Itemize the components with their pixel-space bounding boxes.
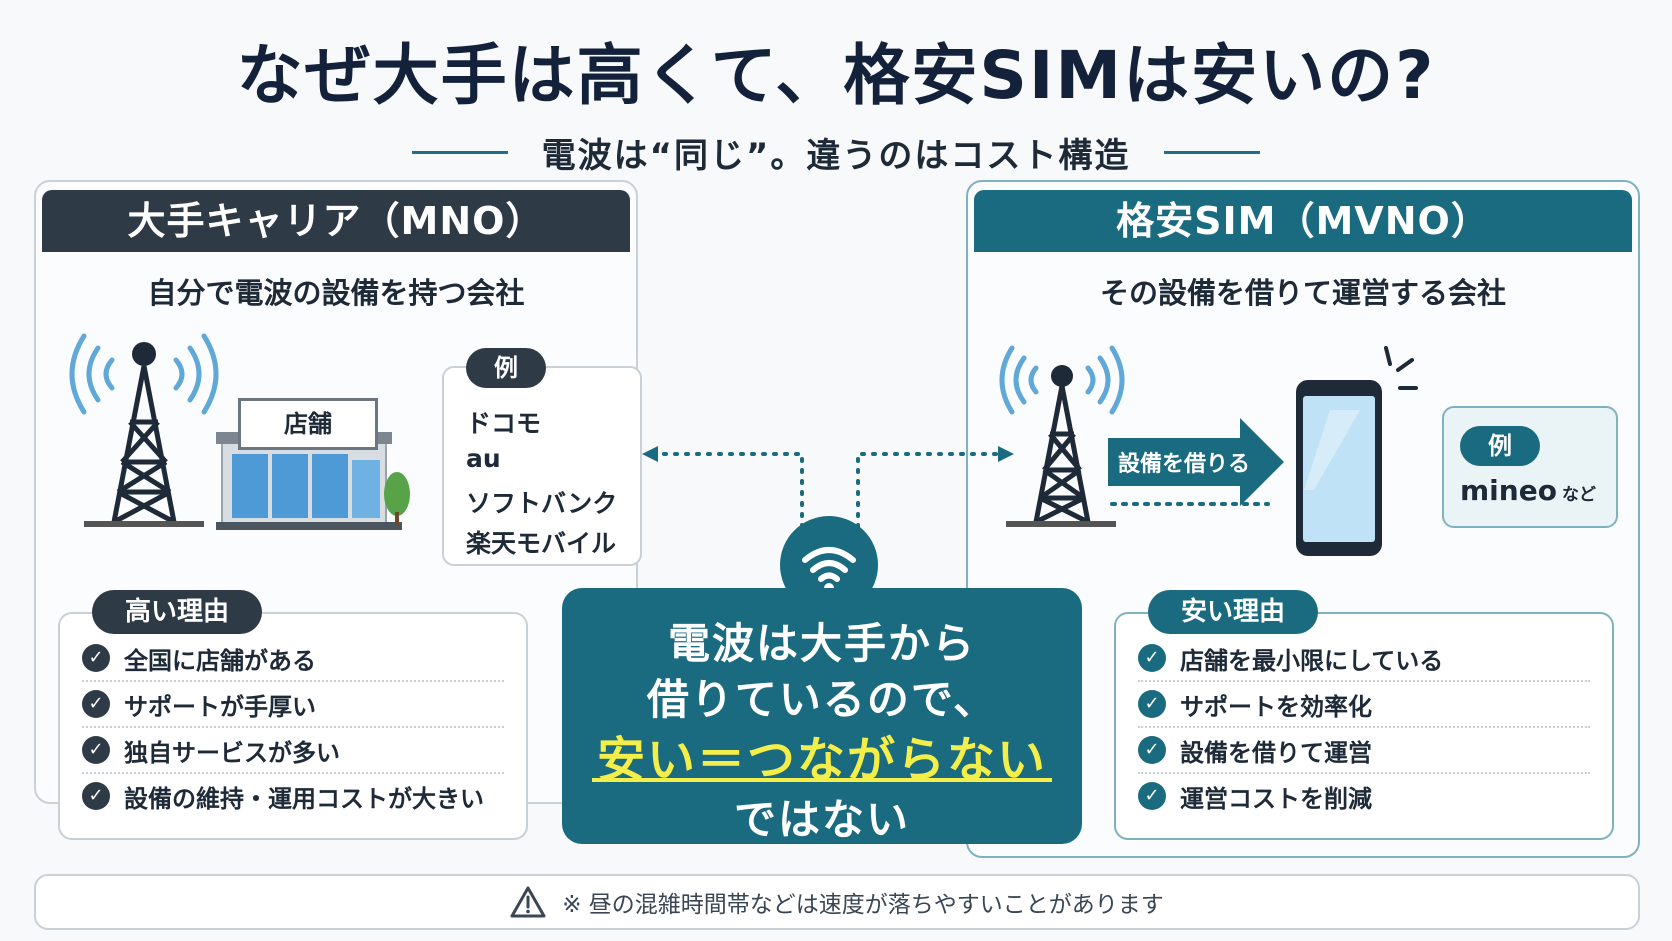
mvno-reason-box: 安い理由 ✓店舗を最小限にしている ✓サポートを効率化 ✓設備を借りて運営 ✓運…: [1114, 590, 1614, 840]
mno-reason-pill: 高い理由: [92, 590, 262, 634]
mno-reason-item: ✓サポートが手厚い: [82, 682, 504, 728]
check-icon: ✓: [82, 644, 110, 672]
check-icon: ✓: [1138, 782, 1166, 810]
mno-reason-box: 高い理由 ✓全国に店舗がある ✓サポートが手厚い ✓独自サービスが多い ✓設備の…: [58, 590, 528, 840]
mno-header: 大手キャリア（MNO）: [42, 190, 630, 252]
mvno-tower-icon: [999, 345, 1125, 527]
mvno-example-text: mineo など: [1460, 474, 1596, 507]
mvno-example-mineo: mineo: [1460, 474, 1557, 507]
mvno-example-suffix: など: [1562, 485, 1597, 505]
mno-example-box: 例 ドコモ au ソフトバンク 楽天モバイル: [442, 348, 642, 566]
borrow-arrow-label: 設備を借りる: [1118, 452, 1251, 477]
smartphone-icon: [1296, 346, 1418, 556]
subtitle-line-right: [1164, 151, 1261, 154]
mno-example-au: au: [466, 444, 501, 473]
mno-tower-icon: [69, 333, 219, 527]
check-icon: ✓: [1138, 644, 1166, 672]
center-line-1: 電波は大手から: [667, 619, 976, 668]
mvno-example-box: 例 mineo など: [1442, 406, 1618, 528]
connector-arrow-right-icon: [998, 446, 1014, 462]
check-icon: ✓: [1138, 736, 1166, 764]
mvno-reason-item: ✓運営コストを削減: [1138, 774, 1590, 818]
connector-arrow-left-icon: [642, 446, 658, 462]
borrow-arrow-icon: [1108, 418, 1284, 506]
mvno-description: その設備を借りて運営する会社: [1099, 276, 1506, 310]
store-sign-label: 店舗: [284, 410, 332, 438]
subtitle: 電波は“同じ”。違うのはコスト構造: [541, 136, 1131, 176]
mvno-reason-item: ✓設備を借りて運営: [1138, 728, 1590, 774]
mno-description: 自分で電波の設備を持つ会社: [147, 276, 525, 310]
mno-example-docomo: ドコモ: [466, 409, 542, 438]
mvno-header: 格安SIM（MVNO）: [974, 190, 1632, 252]
mvno-reason-pill: 安い理由: [1148, 590, 1318, 634]
store-sign: 店舗: [238, 398, 378, 450]
check-icon: ✓: [82, 736, 110, 764]
center-line-2: 借りているので、: [646, 675, 998, 724]
center-message-box: 電波は大手から 借りているので、 安い＝つながらない ではない: [562, 588, 1082, 844]
footer-note-box: ※ 昼の混雑時間帯などは速度が落ちやすいことがあります: [34, 874, 1640, 930]
footer-note: ※ 昼の混雑時間帯などは速度が落ちやすいことがあります: [562, 892, 1164, 918]
mno-example-rakuten: 楽天モバイル: [466, 529, 617, 558]
mno-example-softbank: ソフトバンク: [466, 489, 618, 518]
check-icon: ✓: [82, 782, 110, 810]
check-icon: ✓: [82, 690, 110, 718]
subtitle-row: 電波は“同じ”。違うのはコスト構造: [0, 128, 1672, 177]
mvno-reason-item: ✓サポートを効率化: [1138, 682, 1590, 728]
mno-reason-item: ✓全国に店舗がある: [82, 636, 504, 682]
mvno-reason-list: ✓店舗を最小限にしている ✓サポートを効率化 ✓設備を借りて運営 ✓運営コストを…: [1138, 636, 1590, 818]
mvno-example-pill: 例: [1460, 426, 1540, 466]
center-highlight-underline: [592, 778, 1052, 782]
subtitle-line-left: [411, 151, 508, 154]
check-icon: ✓: [1138, 690, 1166, 718]
mvno-reason-item: ✓店舗を最小限にしている: [1138, 636, 1590, 682]
mno-reason-item: ✓独自サービスが多い: [82, 728, 504, 774]
mno-reason-item: ✓設備の維持・運用コストが大きい: [82, 774, 504, 818]
center-line-4: ではない: [733, 795, 910, 844]
warning-icon: [510, 886, 546, 918]
page-title: なぜ大手は高くて、格安SIMは安いの?: [236, 37, 1436, 114]
mno-reason-list: ✓全国に店舗がある ✓サポートが手厚い ✓独自サービスが多い ✓設備の維持・運用…: [82, 636, 504, 818]
mno-example-pill: 例: [466, 348, 546, 388]
